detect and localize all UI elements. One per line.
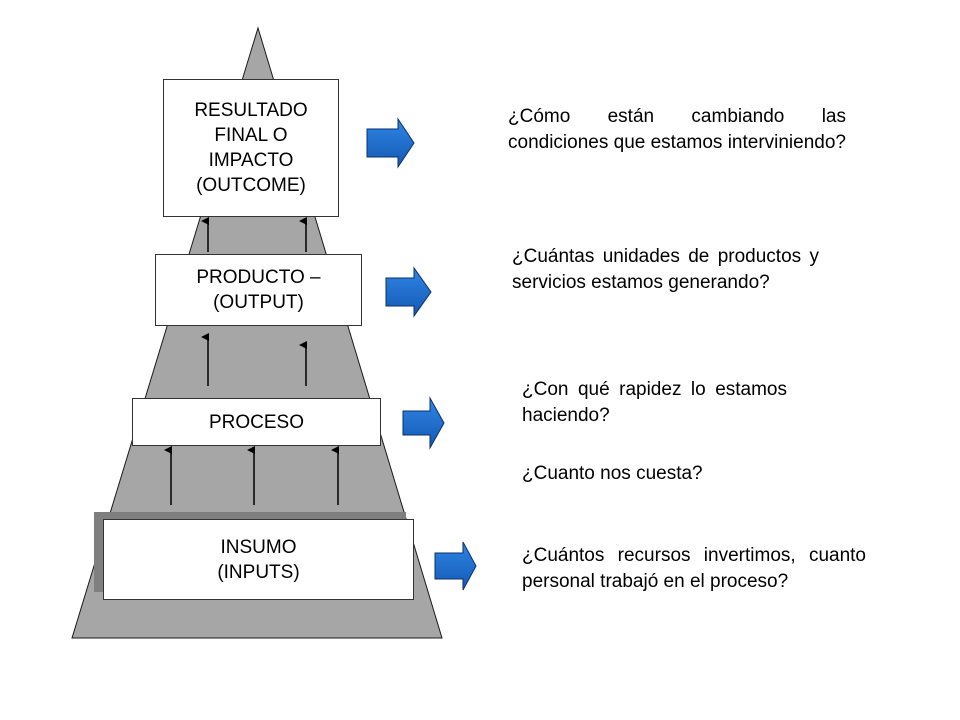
process-label: PROCESO	[208, 411, 305, 433]
block-arrow-right-icon	[366, 117, 415, 169]
side-arrows	[366, 117, 477, 591]
output-label: PRODUCTO – (OUTPUT)	[196, 267, 321, 313]
input-label: INSUMO (INPUTS)	[217, 536, 300, 583]
input-box: INSUMO (INPUTS)	[103, 519, 414, 600]
block-arrow-right-icon	[385, 266, 432, 318]
pyramid-shape	[71, 26, 443, 639]
block-arrow-right-icon	[402, 396, 445, 450]
input-question: ¿Cuántos recursos invertimos, cuanto per…	[522, 545, 866, 592]
up-arrows	[164, 217, 339, 505]
output-question: ¿Cuántas unidades de productos y servici…	[512, 246, 819, 293]
outcome-label: RESULTADO FINAL O IMPACTO (OUTCOME)	[194, 100, 308, 196]
speed-question: ¿Con qué rapidez lo estamos haciendo?	[522, 379, 787, 426]
outcome-question: ¿Cómo están cambiando las condiciones qu…	[508, 106, 846, 153]
outcome-box: RESULTADO FINAL O IMPACTO (OUTCOME)	[163, 79, 339, 217]
process-box: PROCESO	[132, 398, 381, 446]
output-box: PRODUCTO – (OUTPUT)	[155, 254, 362, 326]
cost-question: ¿Cuanto nos cuesta?	[522, 463, 703, 484]
block-arrow-right-icon	[434, 541, 477, 591]
